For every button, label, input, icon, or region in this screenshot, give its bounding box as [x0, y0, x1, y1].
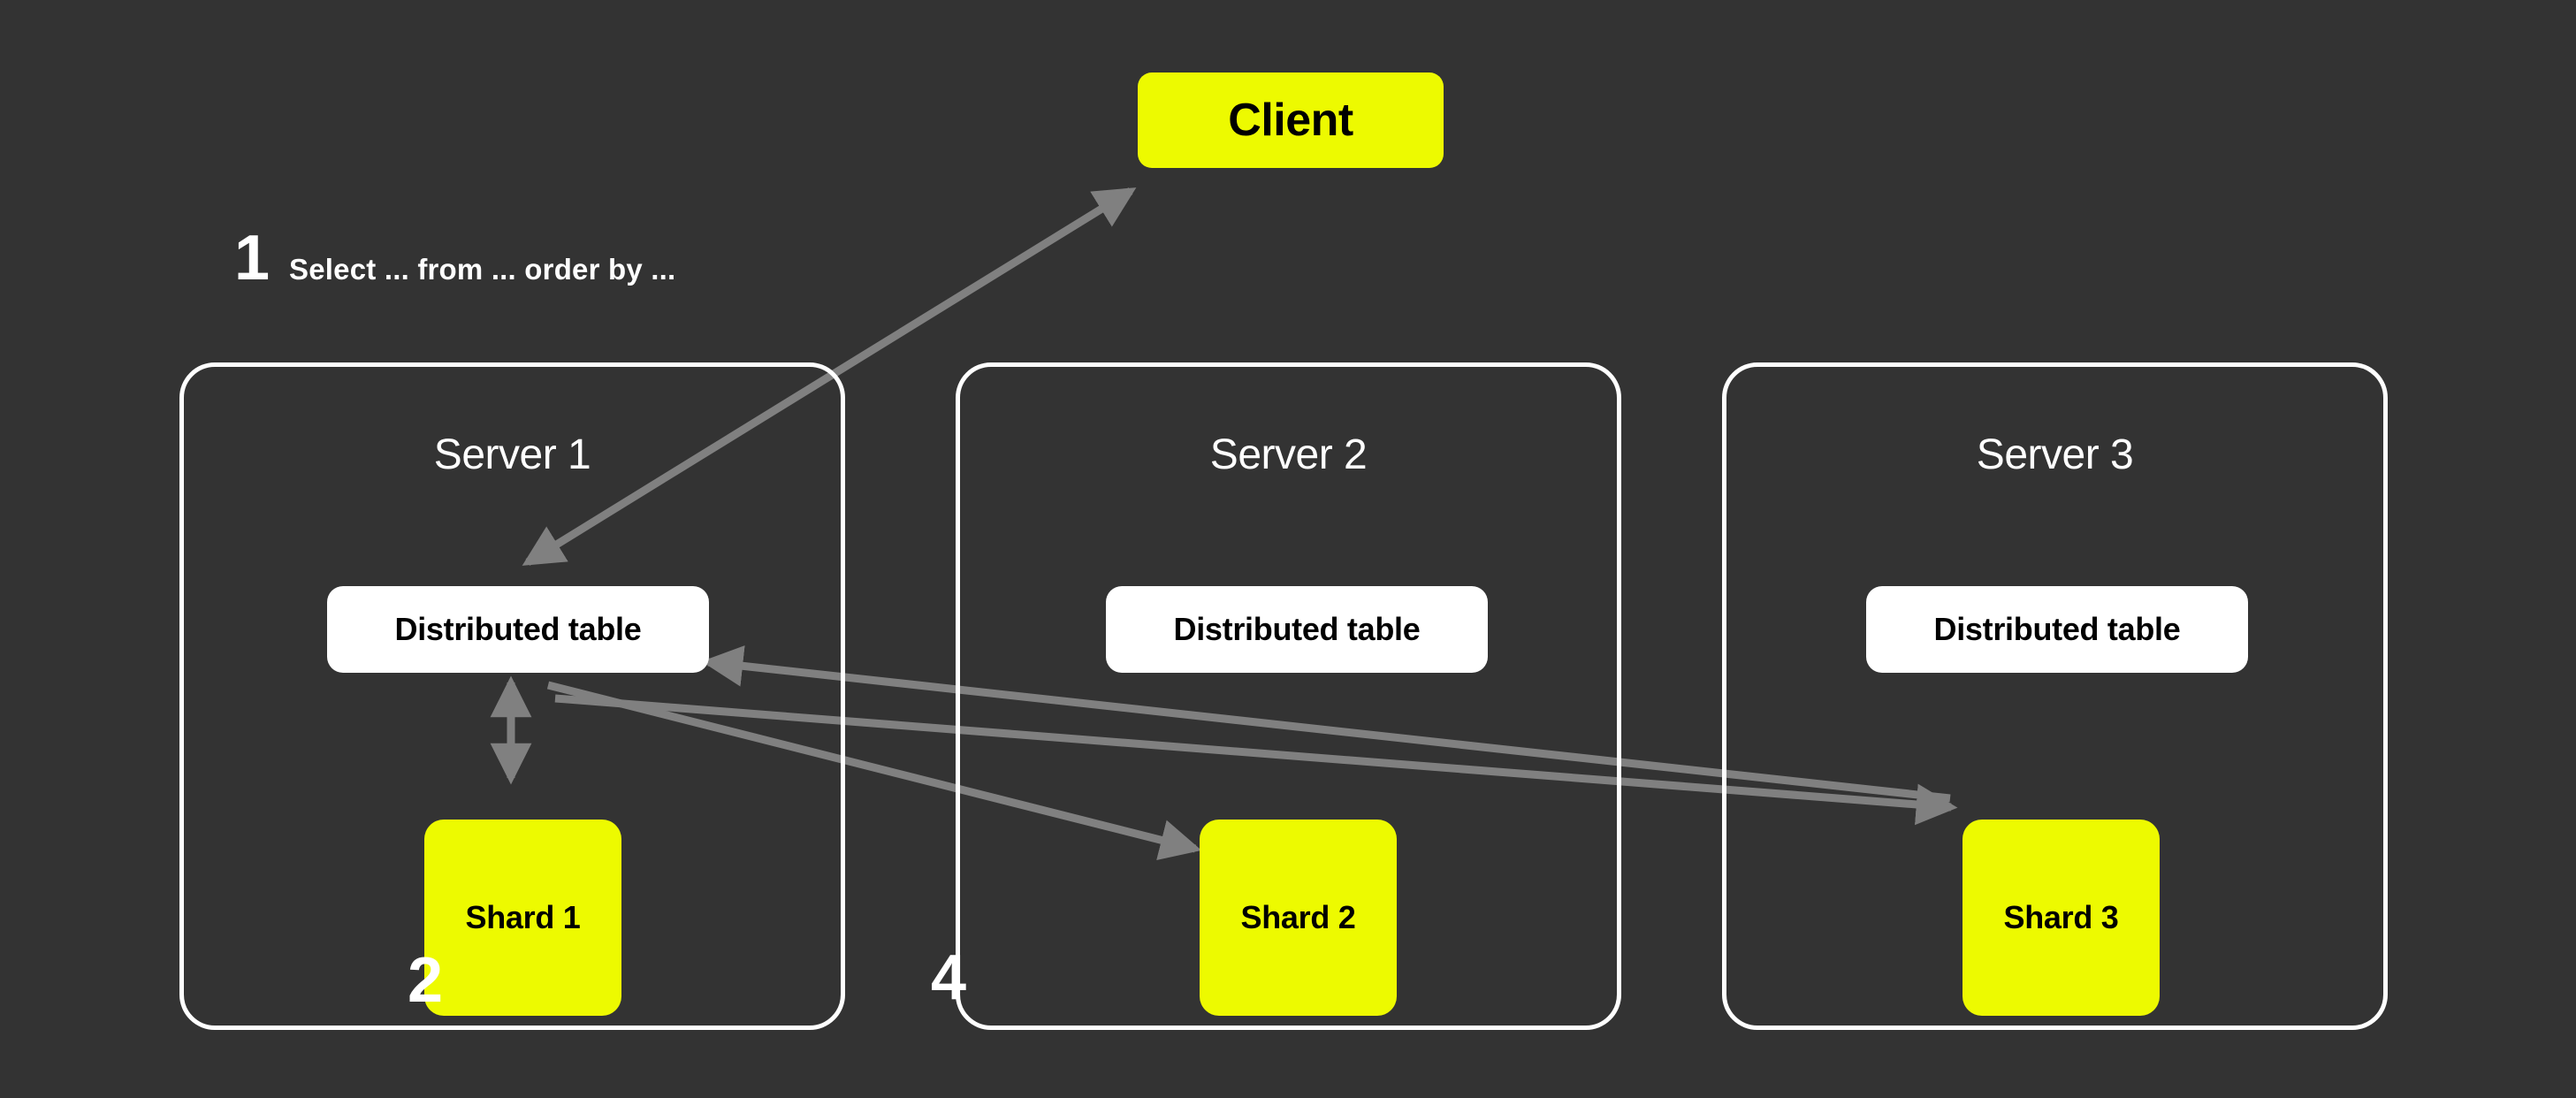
server-panel-1[interactable]: Server 1 2 4 3 Distributed table Shard 1 — [179, 362, 966, 1030]
shard-node-2[interactable]: Shard 2 — [1200, 820, 1397, 1016]
client-node[interactable]: Client — [1138, 72, 1444, 168]
distributed-table-server-2[interactable]: Distributed table — [1106, 586, 1488, 673]
step-1-query-text: Select ... from ... order by ... — [289, 253, 676, 286]
distributed-table-server-3[interactable]: Distributed table — [1866, 586, 2248, 673]
distributed-table-label-3: Distributed table — [1933, 611, 2181, 647]
step-2-number: 2 — [408, 945, 444, 1016]
shard-1-label: Shard 1 — [465, 899, 581, 935]
distributed-table-label-1: Distributed table — [394, 611, 642, 647]
server-2-title: Server 2 — [1209, 431, 1368, 478]
step-1-caption: 1 Select ... from ... order by ... — [234, 226, 675, 290]
shard-node-3[interactable]: Shard 3 — [1962, 820, 2160, 1016]
shard-3-label: Shard 3 — [2003, 899, 2119, 935]
server-3-title: Server 3 — [1976, 431, 2134, 478]
distributed-table-label-2: Distributed table — [1173, 611, 1421, 647]
distributed-table-server-1[interactable]: Distributed table — [327, 586, 709, 673]
step-1-number: 1 — [234, 223, 271, 294]
shard-2-label: Shard 2 — [1240, 899, 1356, 935]
server-1-title: Server 1 — [433, 431, 591, 478]
client-label: Client — [1228, 95, 1353, 146]
server-panel-2[interactable]: Server 2 Distributed table Shard 2 — [956, 362, 1621, 1030]
shard-node-1[interactable]: Shard 1 — [424, 820, 621, 1016]
server-panel-3[interactable]: Server 3 Distributed table Shard 3 — [1722, 362, 2388, 1030]
